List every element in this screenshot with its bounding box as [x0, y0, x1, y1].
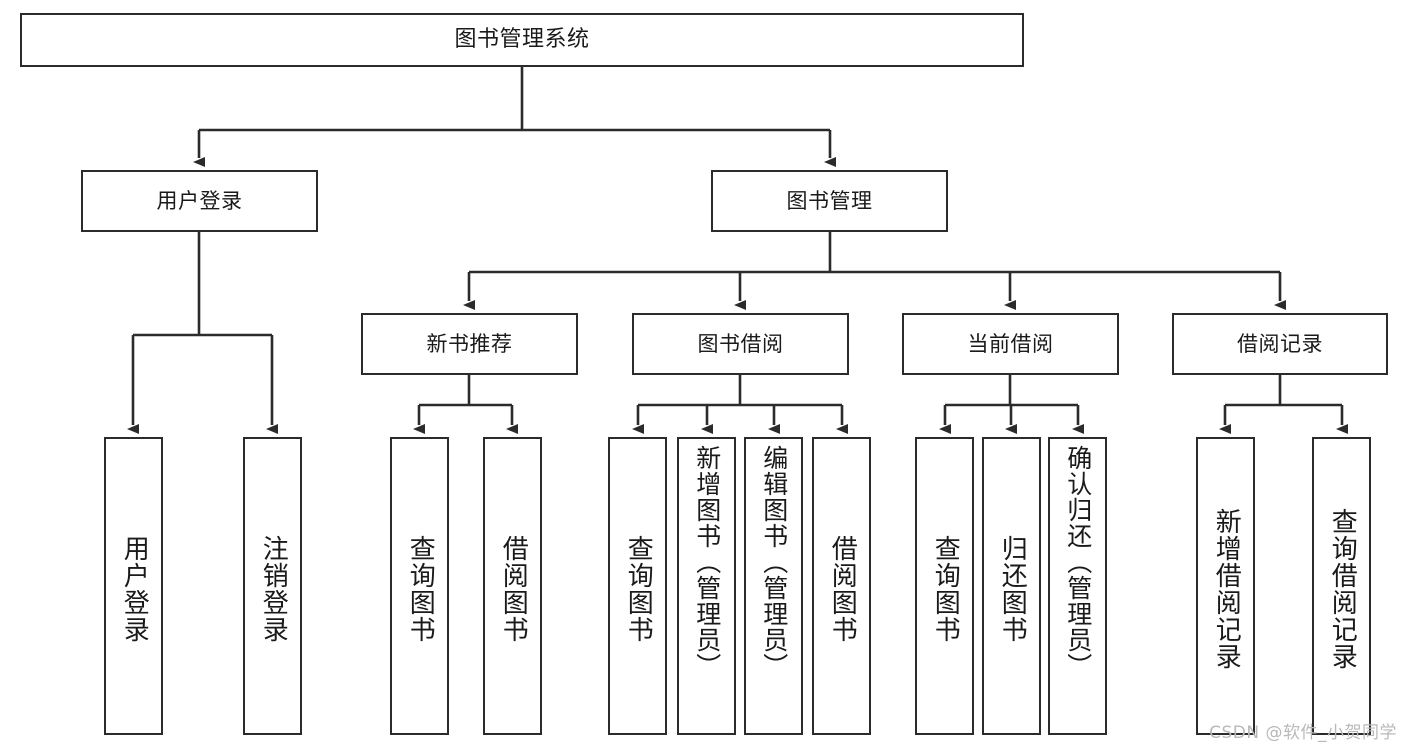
leaf-new-book-query[interactable]: 查询图书	[390, 437, 449, 735]
node-label: 确认归还（管理员）	[1063, 445, 1093, 679]
node-label: 图书借阅	[697, 331, 784, 356]
node-label: 借阅图书	[827, 535, 858, 643]
node-label: 新增图书（管理员）	[692, 445, 722, 679]
leaf-records-query-record[interactable]: 查询借阅记录	[1312, 437, 1371, 735]
node-label: 图书管理系统	[454, 27, 590, 53]
node-label: 当前借阅	[967, 331, 1054, 356]
node-book-management[interactable]: 图书管理	[711, 170, 948, 232]
leaf-borrow-edit-book-admin[interactable]: 编辑图书（管理员）	[744, 437, 803, 735]
node-label: 图书管理	[786, 188, 873, 213]
leaf-records-add-record[interactable]: 新增借阅记录	[1196, 437, 1255, 735]
node-label: 用户登录	[119, 535, 150, 643]
node-label: 借阅记录	[1237, 331, 1323, 356]
node-user-login[interactable]: 用户登录	[81, 170, 318, 232]
node-label: 新增借阅记录	[1211, 508, 1242, 670]
node-current-borrow[interactable]: 当前借阅	[902, 313, 1119, 375]
node-label: 查询借阅记录	[1327, 508, 1358, 670]
node-label: 注销登录	[258, 535, 289, 643]
node-book-borrow[interactable]: 图书借阅	[632, 313, 849, 375]
node-label: 用户登录	[156, 188, 243, 213]
leaf-user-login-login[interactable]: 用户登录	[104, 437, 163, 735]
node-label: 借阅图书	[498, 535, 529, 643]
node-borrow-records[interactable]: 借阅记录	[1172, 313, 1388, 375]
node-new-book-recommend[interactable]: 新书推荐	[361, 313, 578, 375]
node-label: 编辑图书（管理员）	[759, 445, 789, 679]
node-root-library-system[interactable]: 图书管理系统	[20, 13, 1024, 67]
node-label: 查询图书	[405, 535, 436, 643]
node-label: 查询图书	[930, 535, 961, 643]
node-label: 新书推荐	[426, 331, 513, 356]
leaf-borrow-add-book-admin[interactable]: 新增图书（管理员）	[677, 437, 736, 735]
leaf-borrow-query-book[interactable]: 查询图书	[608, 437, 667, 735]
leaf-current-confirm-return-admin[interactable]: 确认归还（管理员）	[1048, 437, 1107, 735]
leaf-user-login-logout[interactable]: 注销登录	[243, 437, 302, 735]
node-label: 归还图书	[997, 535, 1028, 643]
leaf-current-query-book[interactable]: 查询图书	[915, 437, 974, 735]
node-label: 查询图书	[623, 535, 654, 643]
leaf-current-return-book[interactable]: 归还图书	[982, 437, 1041, 735]
leaf-new-book-borrow[interactable]: 借阅图书	[483, 437, 542, 735]
leaf-borrow-borrow-book[interactable]: 借阅图书	[812, 437, 871, 735]
